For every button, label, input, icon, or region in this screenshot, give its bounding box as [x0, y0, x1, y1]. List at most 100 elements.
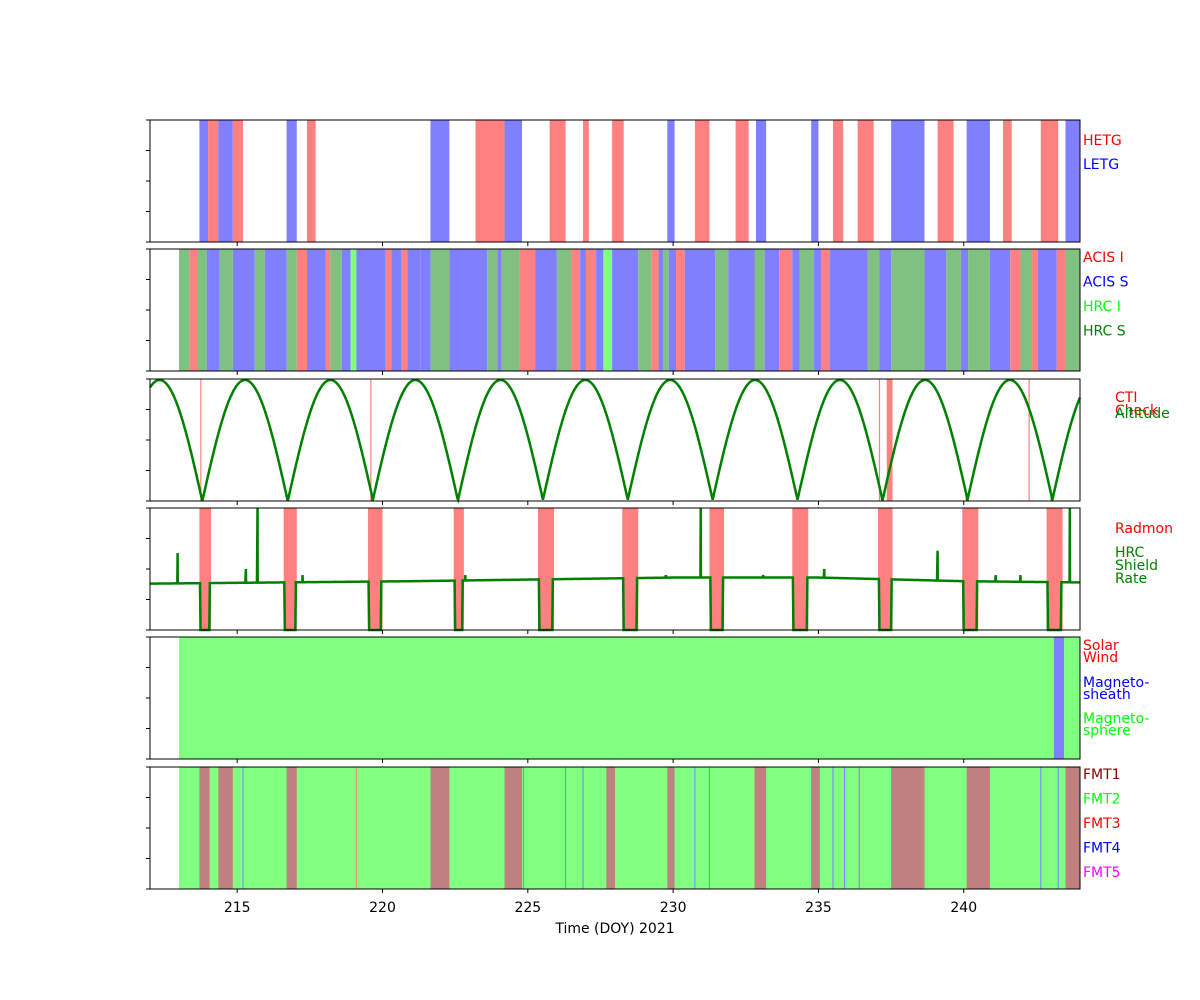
instrument-panel [146, 248, 1081, 375]
legend-label-line: Altitude [1115, 406, 1170, 422]
grating-band [549, 120, 566, 242]
legend-entry: ACIS S [1083, 275, 1129, 291]
x-tick-label: 215 [224, 900, 251, 916]
instrument-band [1020, 249, 1033, 371]
radmon-band [367, 508, 383, 630]
radmon-band [1046, 508, 1063, 630]
radmon-band [792, 508, 809, 630]
grating-band [475, 120, 505, 242]
instrument-band [612, 249, 639, 371]
instrument-band [651, 249, 659, 371]
radmon-band [622, 508, 639, 630]
environment-band [1064, 637, 1080, 759]
instrument-band [449, 249, 488, 371]
grating-band [583, 120, 589, 242]
legend-label-line: LETG [1083, 157, 1119, 173]
x-tick-label: 240 [950, 900, 977, 916]
grating-band [430, 120, 450, 242]
legend-label-line: sheath [1083, 687, 1131, 703]
legend-entry: HRC S [1083, 324, 1126, 340]
instrument-band [585, 249, 597, 371]
x-tick-label: 235 [805, 900, 832, 916]
legend-entry: Magneto-sheath [1083, 675, 1149, 703]
legend-label-line: HETG [1083, 133, 1122, 149]
instrument-band [1056, 249, 1066, 371]
instrument-band [662, 249, 669, 371]
fmt-band [966, 767, 990, 889]
fmt-band [286, 767, 297, 889]
grating-band [857, 120, 874, 242]
instrument-band [264, 249, 287, 371]
instrument-band [764, 249, 780, 371]
legend-entry: LETG [1083, 157, 1119, 173]
instrument-band [391, 249, 402, 371]
fmt-band [218, 767, 233, 889]
x-tick-label: 220 [369, 900, 396, 916]
instrument-band [341, 249, 351, 371]
legend-label-line: HRC S [1083, 324, 1126, 340]
instrument-band [325, 249, 331, 371]
fmt-band [754, 767, 767, 889]
instrument-band [924, 249, 947, 371]
instrument-band [254, 249, 265, 371]
instrument-band [867, 249, 880, 371]
grating-band [811, 120, 819, 242]
legend-label-line: ACIS I [1083, 250, 1124, 266]
instrument-band [487, 249, 498, 371]
grating-panel [146, 119, 1081, 246]
x-tick-label: 230 [660, 900, 687, 916]
radmon-band [453, 508, 464, 630]
legend-label-line: Check [1115, 403, 1159, 419]
legend-label-line: CTI [1115, 390, 1137, 406]
legend-label-line: ACIS S [1083, 275, 1129, 291]
fmt-band [606, 767, 615, 889]
grating-band [966, 120, 990, 242]
x-tick-label: 225 [514, 900, 541, 916]
instrument-band [407, 249, 421, 371]
grating-band [1002, 120, 1012, 242]
instrument-band [779, 249, 793, 371]
legend-label-line: Radmon [1115, 521, 1173, 537]
instrument-band [596, 249, 604, 371]
legend-label-line: FMT1 [1083, 767, 1121, 783]
instrument-band [676, 249, 685, 371]
grating-band [1040, 120, 1059, 242]
grating-band [306, 120, 316, 242]
fmt-band [667, 767, 675, 889]
fmt-band [811, 767, 820, 889]
legend-entry: FMT3 [1083, 816, 1121, 832]
legend-entry: Magneto-sphere [1083, 711, 1149, 739]
legend-entry: HETG [1083, 133, 1122, 149]
instrument-band [891, 249, 925, 371]
grating-band [735, 120, 749, 242]
instrument-band [350, 249, 357, 371]
instrument-band [1032, 249, 1038, 371]
instrument-band [430, 249, 450, 371]
instrument-band [684, 249, 716, 371]
grating-band [667, 120, 675, 242]
radmon-band [709, 508, 724, 630]
fmt-band [891, 767, 925, 889]
instrument-band [330, 249, 342, 371]
altitude-line [148, 378, 1082, 504]
instrument-band [960, 249, 969, 371]
grating-band [1065, 120, 1080, 242]
instrument-band [501, 249, 520, 371]
legend-label-line: sphere [1083, 723, 1131, 739]
grating-band [612, 120, 624, 242]
environment-band [1053, 637, 1065, 759]
instrument-band [799, 249, 815, 371]
grating-band [232, 120, 243, 242]
radiation-panel [146, 507, 1081, 634]
instrument-band [179, 249, 190, 371]
instrument-band [296, 249, 307, 371]
grating-band [286, 120, 297, 242]
fmt-band [1065, 767, 1080, 889]
instrument-band [580, 249, 586, 371]
grating-band [937, 120, 954, 242]
instrument-band [420, 249, 431, 371]
